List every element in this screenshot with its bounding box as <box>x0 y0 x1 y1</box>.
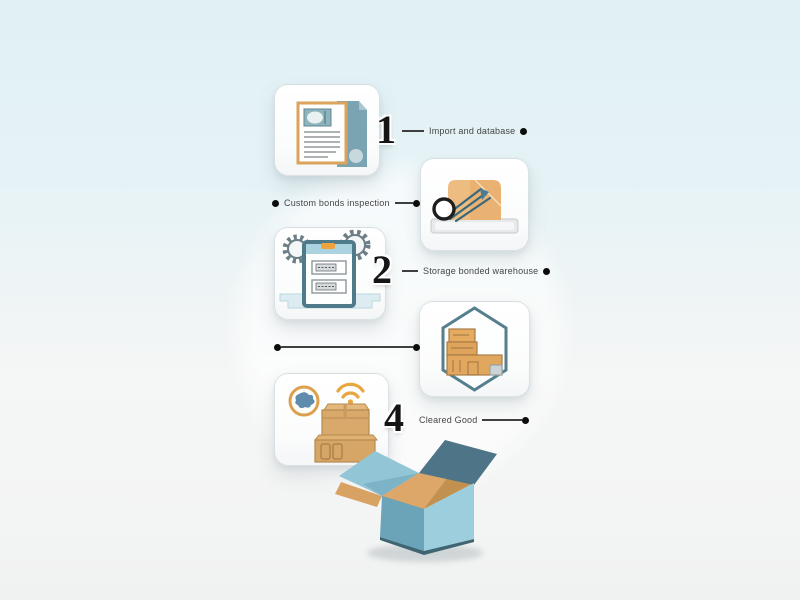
bonded-machine-icon <box>279 229 381 309</box>
warehouse-hexagon-icon <box>441 306 508 392</box>
step2-number: 2 <box>372 247 392 292</box>
step4-card <box>274 373 389 466</box>
package-inspection-icon <box>430 179 519 234</box>
connector-dot <box>522 416 529 424</box>
warehouse-connector <box>274 340 420 354</box>
step2-card <box>274 227 386 320</box>
connector-line <box>482 419 522 421</box>
connector-dot <box>543 267 551 275</box>
connector-dot <box>272 199 279 207</box>
tracked-boxes-icon <box>288 382 379 463</box>
connector-dot <box>413 343 420 351</box>
open-shipping-box-illustration <box>333 436 505 572</box>
step4-number: 4 <box>384 395 404 440</box>
connector-line <box>394 202 413 204</box>
open-box-icon <box>335 440 497 562</box>
step2-connector: Storage bonded warehouse <box>402 264 551 278</box>
inspection-card <box>420 158 529 251</box>
document-folder-icon <box>296 101 367 167</box>
inspection-label: Custom bonds inspection <box>284 198 390 208</box>
connector-line <box>281 346 413 348</box>
connector-line <box>402 270 418 272</box>
step1-number: 1 <box>376 107 396 152</box>
connector-dot <box>413 199 420 207</box>
step4-connector: Cleared Good <box>414 413 529 427</box>
warehouse-card <box>419 301 530 397</box>
step4-label: Cleared Good <box>419 415 478 425</box>
connector-line <box>402 130 424 132</box>
step1-card <box>274 84 380 176</box>
connector-dot <box>274 343 281 351</box>
inspection-connector: Custom bonds inspection <box>272 196 420 210</box>
connector-dot <box>520 127 528 135</box>
step1-connector: Import and database <box>402 124 528 138</box>
step2-label: Storage bonded warehouse <box>423 266 539 276</box>
step1-label: Import and database <box>429 126 516 136</box>
